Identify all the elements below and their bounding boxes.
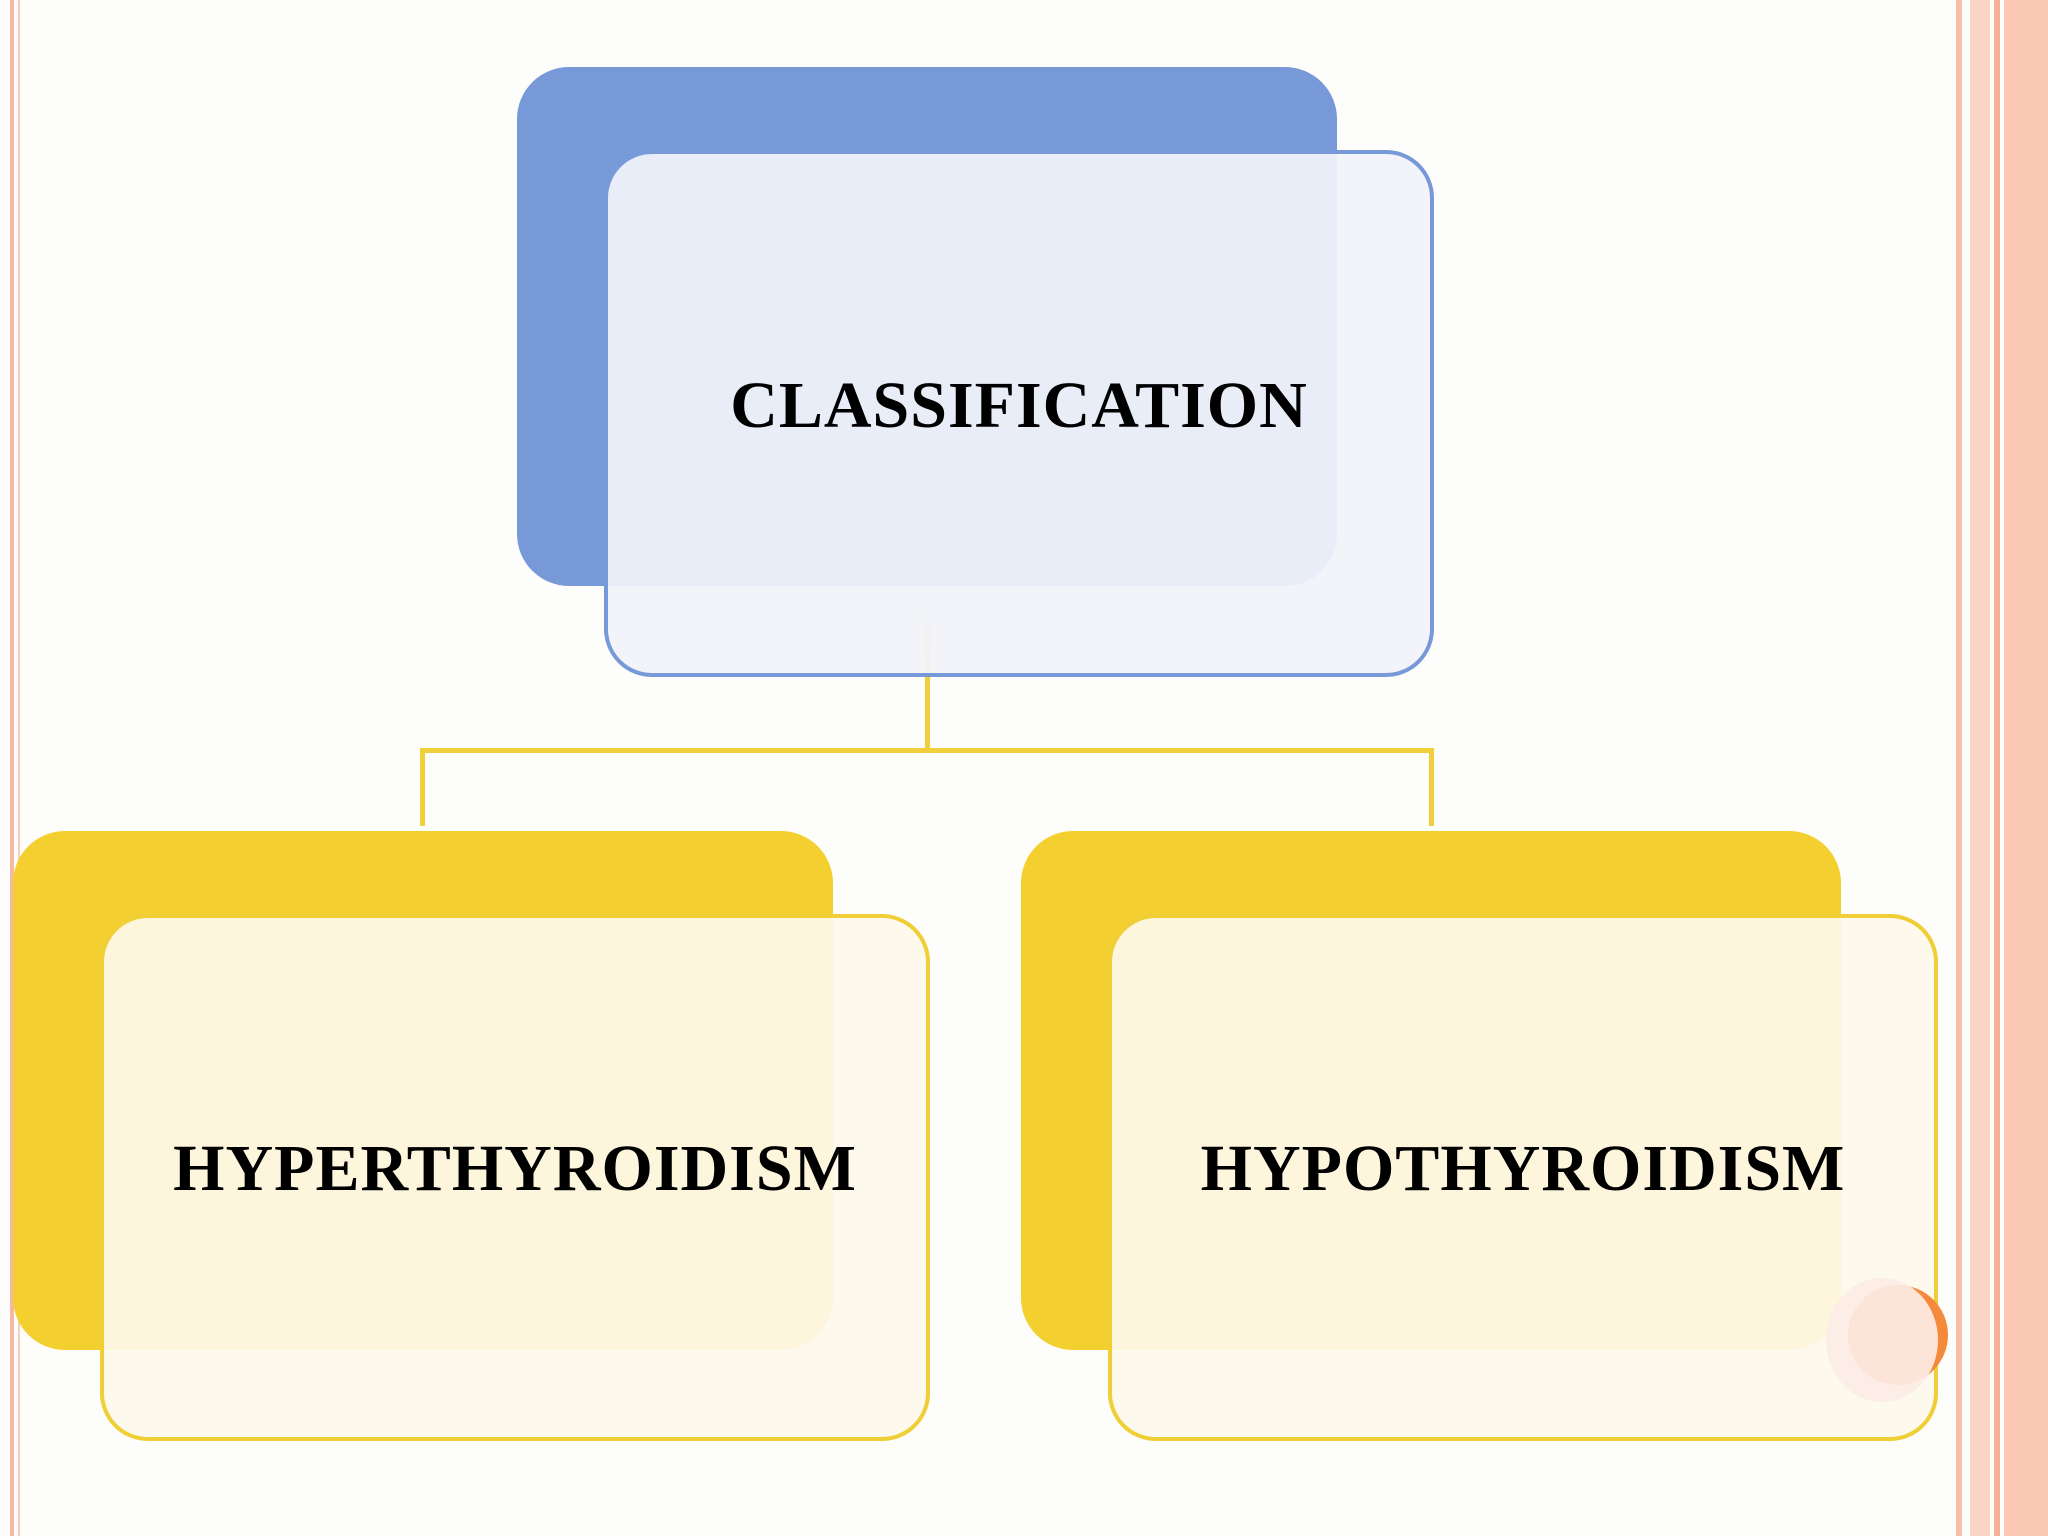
left-border-stripe <box>10 0 14 1536</box>
right-border-band-2 <box>2004 0 2048 1536</box>
right-border-band <box>1970 0 1990 1536</box>
connector-left-drop <box>420 748 425 826</box>
right-border-stripe <box>1956 0 1962 1536</box>
slide-left-border <box>0 0 26 1536</box>
right-border-stripe-2 <box>1994 0 2000 1536</box>
right-node-front <box>1108 914 1938 1441</box>
left-border-stripe-thin <box>18 0 20 1536</box>
root-node-front <box>604 150 1434 677</box>
left-node-label: HYPERTHYROIDISM <box>173 1132 857 1205</box>
page-marker-highlight <box>1826 1278 1938 1402</box>
left-node-front <box>100 914 930 1441</box>
right-node-label: HYPOTHYROIDISM <box>1200 1132 1846 1205</box>
connector-horizontal <box>420 748 1434 753</box>
connector-right-drop <box>1429 748 1434 826</box>
slide-right-border <box>1956 0 2048 1536</box>
root-node-label: CLASSIFICATION <box>730 369 1308 442</box>
